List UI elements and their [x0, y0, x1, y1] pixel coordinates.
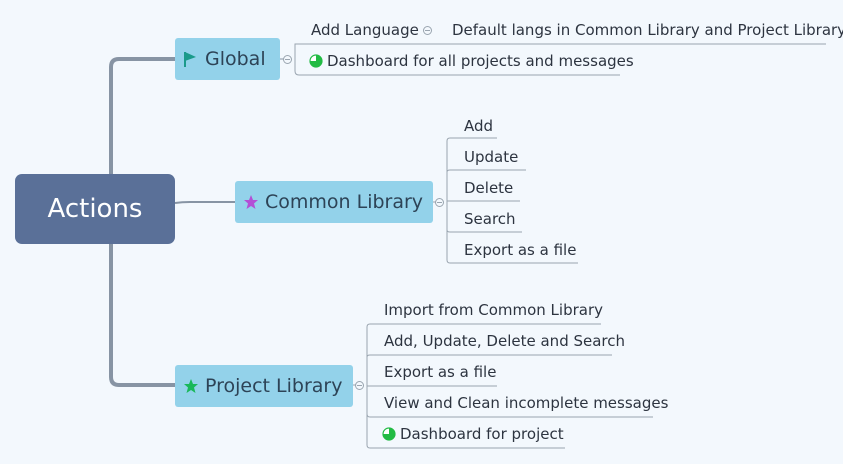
- leaf-add-update-delete-search[interactable]: Add, Update, Delete and Search: [384, 330, 625, 352]
- leaf-common-search[interactable]: Search: [464, 208, 516, 230]
- leaf-label: Export as a file: [384, 363, 497, 381]
- leaf-label: Add, Update, Delete and Search: [384, 332, 626, 350]
- leaf-label: Add: [464, 117, 494, 135]
- leaf-view-clean[interactable]: View and Clean incomplete messages: [384, 392, 668, 414]
- leaf-dashboard-all[interactable]: Dashboard for all projects and messages: [309, 50, 634, 72]
- progress-icon: [382, 427, 396, 441]
- leaf-label: Export as a file: [464, 241, 577, 259]
- progress-icon: [309, 54, 323, 68]
- leaf-import-common[interactable]: Import from Common Library: [384, 299, 603, 321]
- branch-common-library[interactable]: Common Library: [235, 181, 433, 223]
- leaf-dashboard-project[interactable]: Dashboard for project: [382, 423, 564, 445]
- leaf-label: View and Clean incomplete messages: [384, 394, 669, 412]
- leaf-label: Import from Common Library: [384, 301, 604, 319]
- leaf-label: Dashboard for all projects and messages: [327, 52, 634, 70]
- leaf-label: Update: [464, 148, 519, 166]
- branch-project-library-label: Project Library: [205, 375, 343, 397]
- leaf-common-add[interactable]: Add: [464, 115, 493, 137]
- leaf-label: Dashboard for project: [400, 425, 564, 443]
- leaf-default-langs[interactable]: Default langs in Common Library and Proj…: [452, 19, 843, 41]
- collapse-toggle-global[interactable]: [283, 55, 292, 64]
- collapse-toggle-common-library[interactable]: [435, 198, 444, 207]
- branch-global-label: Global: [205, 48, 266, 70]
- root-label: Actions: [47, 194, 143, 224]
- leaf-label: Delete: [464, 179, 514, 197]
- star-icon: [243, 193, 259, 211]
- leaf-project-export[interactable]: Export as a file: [384, 361, 496, 383]
- leaf-common-update[interactable]: Update: [464, 146, 518, 168]
- star-icon: [183, 377, 199, 395]
- leaf-label: Add Language: [311, 21, 419, 39]
- leaf-common-delete[interactable]: Delete: [464, 177, 513, 199]
- collapse-toggle-add-language[interactable]: [423, 26, 432, 35]
- leaf-label: Default langs in Common Library and Proj…: [452, 21, 843, 39]
- leaf-common-export[interactable]: Export as a file: [464, 239, 576, 261]
- collapse-toggle-project-library[interactable]: [355, 381, 364, 390]
- branch-global[interactable]: Global: [175, 38, 280, 80]
- leaf-label: Search: [464, 210, 516, 228]
- branch-project-library[interactable]: Project Library: [175, 365, 353, 407]
- leaf-add-language[interactable]: Add Language: [311, 19, 419, 41]
- branch-common-library-label: Common Library: [265, 191, 424, 213]
- flag-icon: [183, 50, 199, 68]
- root-node[interactable]: Actions: [15, 174, 175, 244]
